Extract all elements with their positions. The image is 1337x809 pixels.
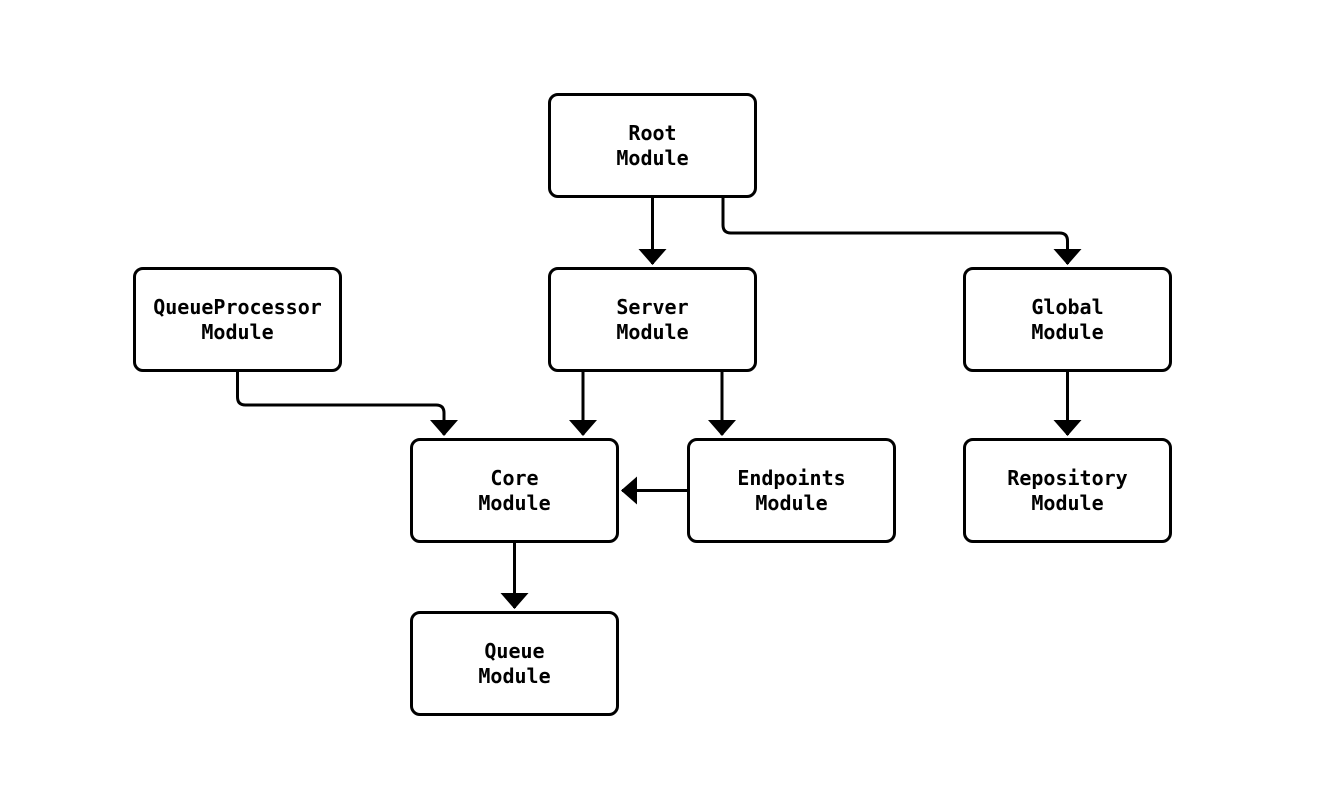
node-label-line2: Module bbox=[478, 490, 551, 515]
node-label-line2: Module bbox=[478, 663, 551, 688]
edge-queue-processor-to-core bbox=[236, 372, 458, 436]
node-label-line2: Module bbox=[755, 490, 828, 515]
node-label-line2: Module bbox=[1031, 319, 1104, 344]
node-label-line1: Endpoints bbox=[737, 465, 846, 490]
node-label-line2: Module bbox=[201, 319, 274, 344]
node-label-line1: Queue bbox=[484, 638, 545, 663]
edge-root-to-global bbox=[721, 198, 1082, 265]
node-label-line1: Core bbox=[490, 465, 539, 490]
node-label-line2: Module bbox=[616, 145, 689, 170]
node-label-line1: Global bbox=[1031, 294, 1104, 319]
node-label-line1: Server bbox=[616, 294, 689, 319]
node-label-line2: Module bbox=[616, 319, 689, 344]
node-label-line1: Root bbox=[628, 120, 677, 145]
node-label-line2: Module bbox=[1031, 490, 1104, 515]
node-label-line1: Repository bbox=[1007, 465, 1128, 490]
node-label-line1: QueueProcessor bbox=[153, 294, 322, 319]
